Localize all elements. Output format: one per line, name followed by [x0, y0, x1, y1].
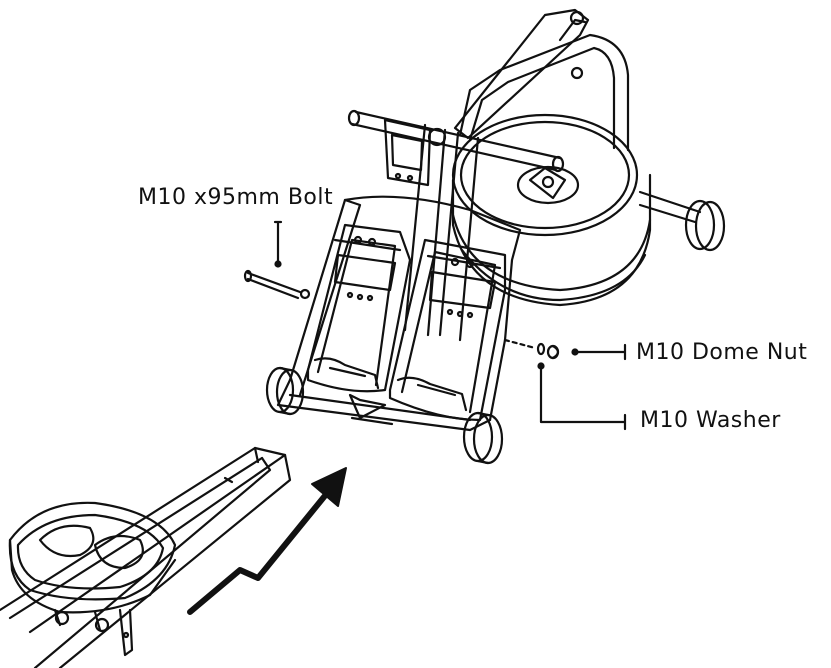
bolt-leader-dot — [274, 260, 282, 268]
bolt-path-dashed — [503, 338, 537, 350]
monorail-beam — [0, 446, 292, 668]
washer-label: M10 Washer — [640, 408, 781, 433]
dome-nut-leader-line — [573, 343, 627, 361]
water-tank — [451, 113, 652, 307]
washer-leader-dot — [537, 362, 545, 370]
seat — [8, 501, 177, 657]
front-wheel-left — [265, 366, 305, 416]
rear-stabiliser — [638, 190, 726, 252]
footrest-frame — [276, 195, 522, 432]
front-frame-arch — [453, 8, 630, 152]
bolt-leader-line — [273, 220, 283, 266]
dome-nut-label: M10 Dome Nut — [636, 340, 808, 365]
washer-icon — [536, 342, 546, 356]
bolt-label: M10 x95mm Bolt — [138, 185, 334, 210]
right-footplate — [388, 238, 507, 422]
front-wheel-right — [462, 411, 504, 465]
dome-nut-icon — [546, 344, 560, 360]
bolt-icon — [243, 269, 311, 300]
dome-nut-leader-dot — [571, 348, 579, 356]
washer-leader-line — [539, 364, 627, 431]
left-footplate — [306, 223, 412, 393]
direction-arrow-icon — [187, 467, 347, 615]
central-rail — [403, 123, 480, 342]
